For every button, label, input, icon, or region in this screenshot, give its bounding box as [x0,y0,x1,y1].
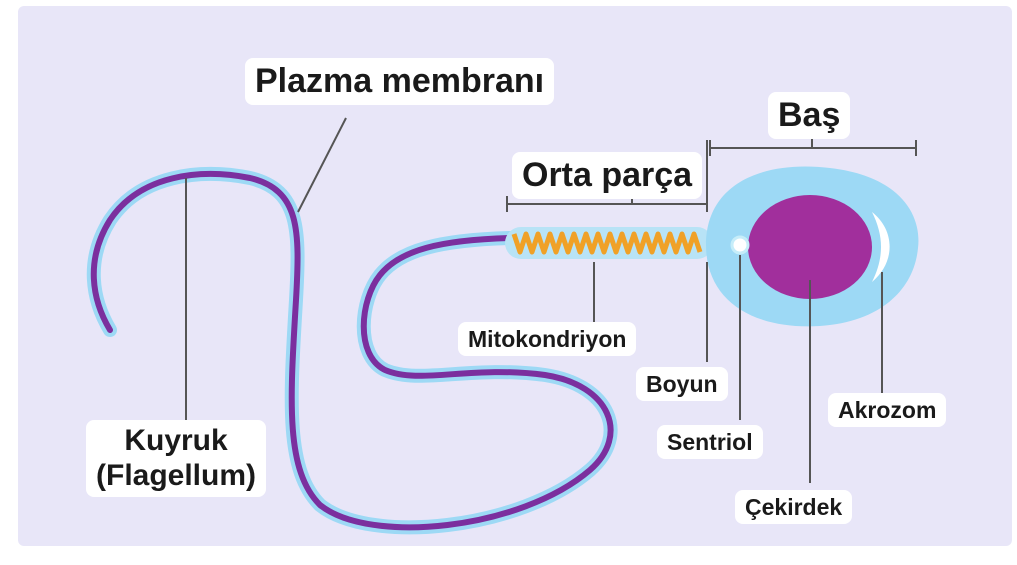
tail-label-line1: Kuyruk [96,424,256,459]
plasma-membrane-label: Plazma membranı [245,58,554,105]
head-label: Baş [768,92,850,139]
nucleus-label: Çekirdek [735,490,852,524]
mitochondria-label: Mitokondriyon [458,322,636,356]
tail-label-line2: (Flagellum) [96,459,256,494]
neck-label: Boyun [636,367,728,401]
centriole-label: Sentriol [657,425,763,459]
acrosome-label: Akrozom [828,393,946,427]
centriole [732,237,748,253]
midpiece-label: Orta parça [512,152,702,199]
tail-label: Kuyruk (Flagellum) [86,420,266,497]
